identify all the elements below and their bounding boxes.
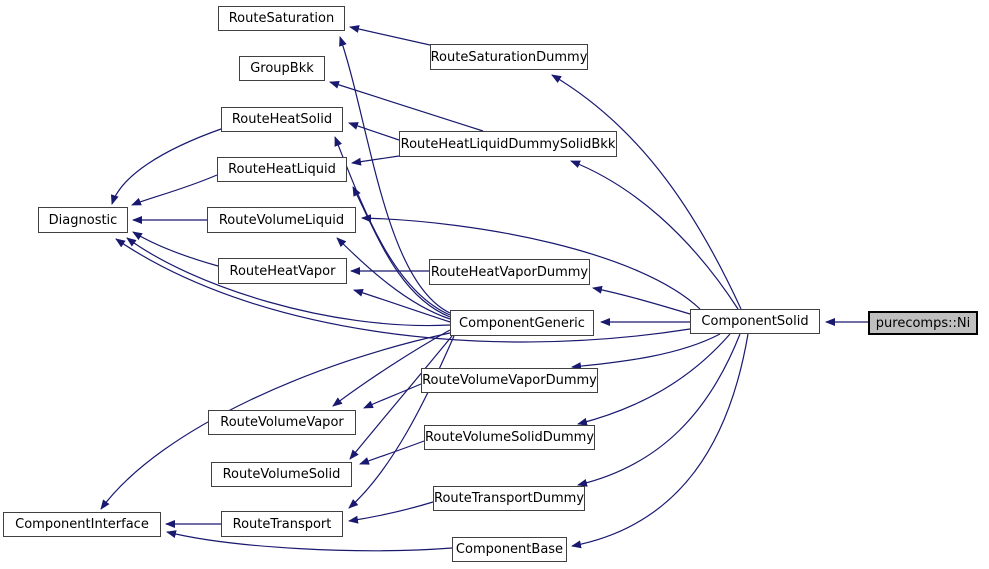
class-node-label: RouteHeatVapor [229,263,336,279]
edge-routevolumevapordummy-to-routevolumevapor [363,383,422,409]
class-node-routeheatsolid[interactable]: RouteHeatSolid [221,107,343,132]
edge-routeheatliquiddummysolidbkk-to-routeheatsolid [348,122,400,141]
class-node-label: ComponentInterface [15,517,149,532]
edge-componentsolid-to-componentbase [571,333,749,549]
class-node-label: Diagnostic [48,212,118,228]
class-node-routesaturationdummy[interactable]: RouteSaturationDummy [430,44,588,70]
edge-componentgeneric-to-componentinterface [100,332,451,510]
class-node-componentbase[interactable]: ComponentBase [452,537,567,562]
class-node-routevolumevapordummy[interactable]: RouteVolumeVaporDummy [421,368,598,393]
class-node-routeheatliquid[interactable]: RouteHeatLiquid [217,157,347,182]
class-node-label: RouteVolumeVaporDummy [422,373,597,388]
edge-routeheatvapor-to-diagnostic [132,231,219,267]
class-node-routetransport[interactable]: RouteTransport [221,511,343,537]
edge-componentsolid-to-diagnostic [115,238,691,343]
edge-routetransportdummy-to-routetransport [348,501,434,524]
class-node-componentinterface[interactable]: ComponentInterface [3,512,161,537]
class-node-purecomps_ni: purecomps::Ni [868,311,978,335]
edge-componentgeneric-to-routeheatliquid [352,186,451,318]
class-node-routeheatvapordummy[interactable]: RouteHeatVaporDummy [429,259,590,285]
edge-routeheatsolid-to-diagnostic [110,128,222,205]
class-node-componentsolid[interactable]: ComponentSolid [690,309,820,334]
edge-componentgeneric-to-routevolumeliquid [336,237,451,320]
edge-componentsolid-to-routeheatvapordummy [592,285,691,315]
edge-componentsolid-to-routevolumesoliddummy [577,333,731,426]
class-node-routeheatliquiddummysolidbkk[interactable]: RouteHeatLiquidDummySolidBkk [399,131,617,157]
class-node-label: ComponentBase [455,542,564,557]
class-node-label: ComponentSolid [701,314,809,329]
class-node-diagnostic[interactable]: Diagnostic [38,207,128,233]
edge-componentbase-to-componentinterface [166,530,453,552]
class-node-label: purecomps::Ni [875,315,971,331]
edge-componentgeneric-to-routeheatvapor [353,288,451,323]
class-node-label: GroupBkk [250,61,314,76]
edge-routevolumesoliddummy-to-routevolumesolid [359,440,425,465]
edge-componentgeneric-to-routetransport [348,335,455,509]
edge-componentgeneric-to-routevolumesolid [349,335,453,460]
class-node-componentgeneric[interactable]: ComponentGeneric [450,310,594,336]
class-node-label: ComponentGeneric [459,315,585,331]
class-node-label: RouteTransportDummy [434,491,585,506]
class-node-label: RouteHeatSolid [231,112,333,127]
edge-componentsolid-to-routeheatliquiddummysolidbkk [570,160,739,310]
class-node-routeheatvapor[interactable]: RouteHeatVapor [218,258,347,284]
class-node-routevolumesoliddummy[interactable]: RouteVolumeSolidDummy [424,425,595,450]
edge-routeheatliquiddummysolidbkk-to-groupbkk [329,80,484,132]
edge-routeheatliquiddummysolidbkk-to-routeheatliquid [351,155,400,166]
class-node-groupbkk[interactable]: GroupBkk [239,56,325,81]
edge-componentsolid-to-routetransportdummy [577,333,741,487]
edge-componentgeneric-to-routevolumevapor [332,329,451,407]
class-node-label: RouteVolumeLiquid [218,212,345,228]
class-node-label: RouteHeatVaporDummy [430,264,589,280]
class-node-routesaturation[interactable]: RouteSaturation [218,6,345,31]
class-node-routevolumevapor[interactable]: RouteVolumeVapor [208,410,356,435]
edge-componentsolid-to-routevolumeliquid [361,214,701,310]
edge-routeheatliquid-to-diagnostic [131,174,218,206]
class-node-label: RouteSaturationDummy [430,49,588,65]
class-node-label: RouteVolumeVapor [220,415,344,430]
edge-componentsolid-to-routevolumevapordummy [571,333,721,371]
edge-componentgeneric-to-routesaturation [339,36,451,314]
class-node-routevolumeliquid[interactable]: RouteVolumeLiquid [207,207,356,233]
class-node-label: RouteSaturation [228,11,335,26]
class-node-label: RouteHeatLiquid [228,162,336,177]
class-node-label: RouteHeatLiquidDummySolidBkk [400,136,616,152]
edge-componentsolid-to-routesaturationdummy [551,74,742,310]
class-node-routetransportdummy[interactable]: RouteTransportDummy [433,486,585,511]
edge-routesaturationdummy-to-routesaturation [349,25,431,46]
class-node-label: RouteTransport [232,516,332,532]
class-node-routevolumesolid[interactable]: RouteVolumeSolid [211,462,352,487]
class-node-label: RouteVolumeSolidDummy [424,430,595,445]
edge-componentgeneric-to-diagnostic [126,237,451,327]
class-node-label: RouteVolumeSolid [222,467,341,482]
